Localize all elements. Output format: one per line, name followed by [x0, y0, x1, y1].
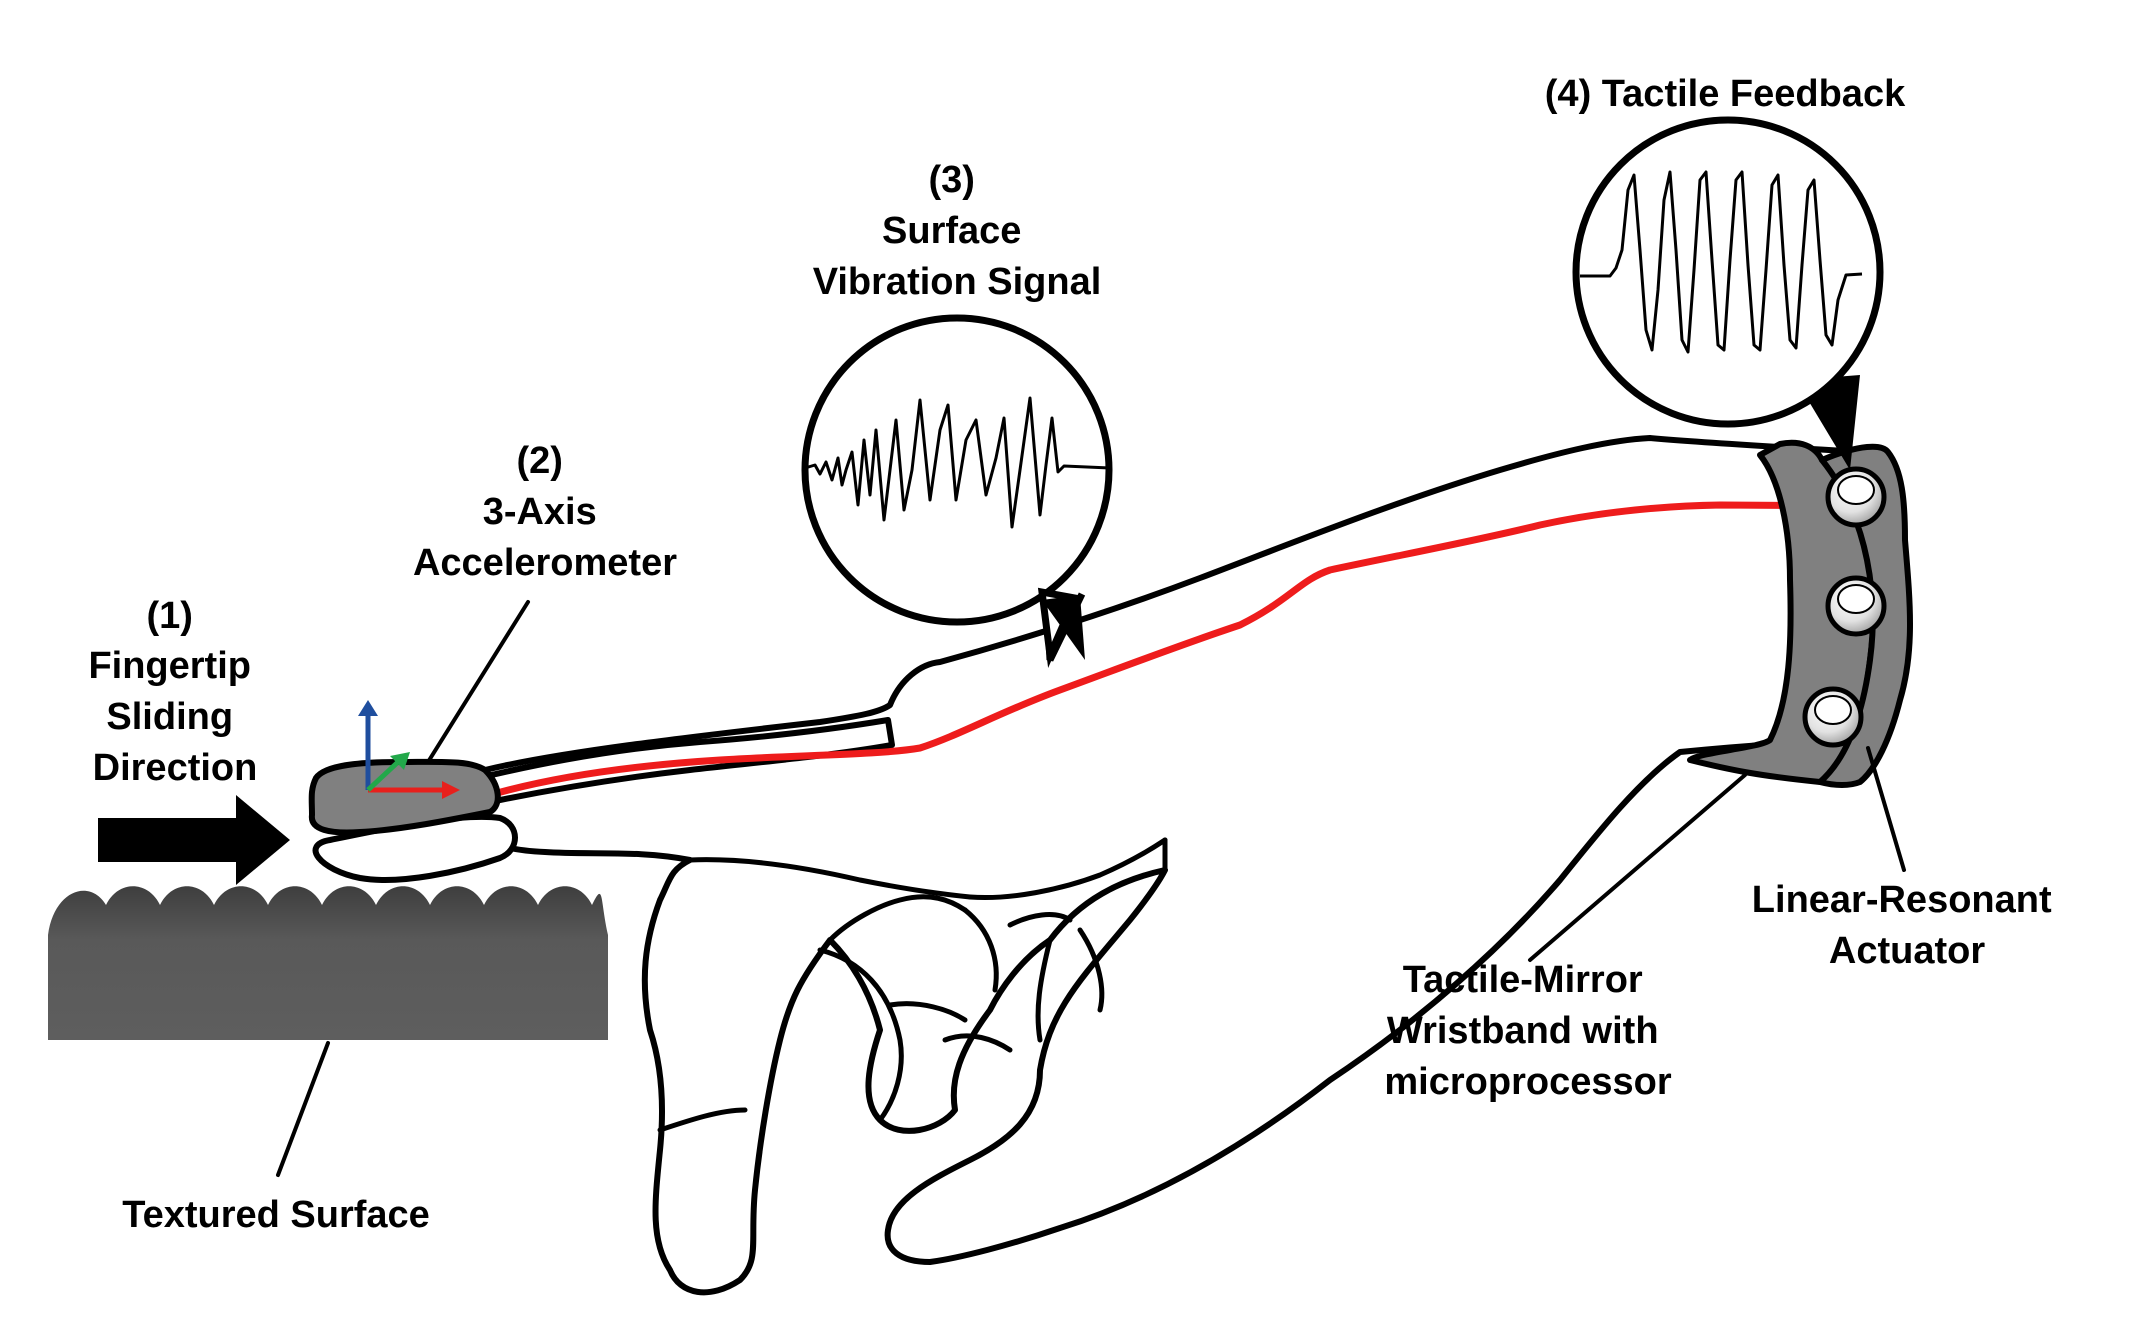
actuator-button-2	[1828, 578, 1884, 634]
label-accelerometer: (2) 3-Axis Accelerometer	[413, 440, 677, 584]
label-fingertip-line-3: Sliding	[106, 696, 233, 738]
right-arrow-icon	[98, 795, 290, 885]
label-accelerometer-line-1: (2)	[516, 440, 562, 482]
surface-leader	[278, 1043, 328, 1175]
label-wristband-line-3: microprocessor	[1384, 1061, 1671, 1103]
label-actuator-line-2: Actuator	[1829, 930, 1985, 972]
textured-surface	[48, 886, 608, 1040]
accelerometer-device	[312, 700, 498, 832]
label-textured-surface: Textured Surface	[122, 1194, 430, 1236]
label-feedback-line-1: (4) Tactile Feedback	[1545, 73, 1906, 115]
label-accelerometer-line-2: 3-Axis	[483, 491, 597, 533]
label-vibration-line-1: (3)	[928, 159, 974, 201]
label-wristband-line-1: Tactile-Mirror	[1403, 959, 1643, 1001]
label-feedback: (4) Tactile Feedback	[1545, 73, 1906, 115]
label-accelerometer-line-3: Accelerometer	[413, 542, 677, 584]
label-actuator-line-1: Linear-Resonant	[1752, 879, 2052, 921]
actuator-button-3	[1805, 689, 1861, 745]
label-fingertip-line-2: Fingertip	[88, 645, 251, 687]
label-wristband-line-2: Wristband with	[1387, 1010, 1659, 1052]
tactile-feedback-bubble	[1576, 120, 1880, 470]
label-actuator: Linear-Resonant Actuator	[1752, 879, 2062, 972]
actuator-button-1	[1828, 469, 1884, 525]
label-vibration: (3) Surface Vibration Signal	[813, 159, 1102, 303]
accelerometer-leader	[428, 602, 528, 762]
label-vibration-line-2: Surface	[882, 210, 1021, 252]
vibration-signal-bubble	[805, 318, 1110, 660]
label-fingertip-line-1: (1)	[146, 595, 192, 637]
label-textured-surface-line-1: Textured Surface	[122, 1194, 430, 1236]
label-vibration-line-3: Vibration Signal	[813, 261, 1102, 303]
label-fingertip-line-4: Direction	[93, 747, 258, 789]
label-wristband: Tactile-Mirror Wristband with microproce…	[1384, 959, 1671, 1103]
actuator-leader	[1868, 748, 1904, 870]
label-fingertip: (1) Fingertip Sliding Direction	[88, 595, 261, 789]
